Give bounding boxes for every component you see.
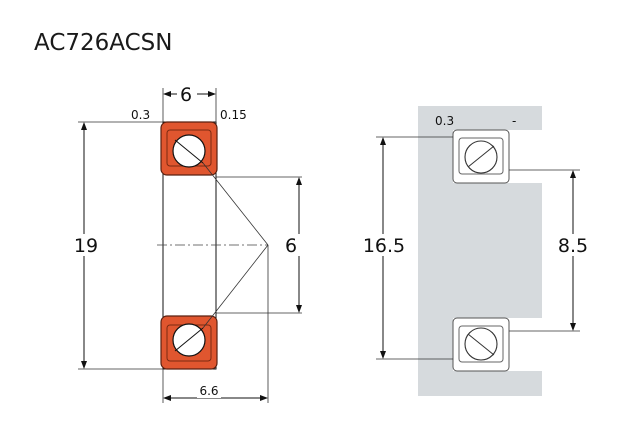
ball-contact-line-bottom (174, 327, 204, 352)
housing-diameter-label-bg (364, 234, 404, 256)
chamfer-right-label: 0.15 (220, 108, 247, 122)
right-contact-line-bottom (467, 333, 495, 356)
arrow-inner-top (296, 177, 302, 185)
inner-diameter-label: 6 (285, 235, 297, 257)
load-center-label: 6.6 (199, 384, 218, 398)
load-center-label-bg (197, 386, 221, 398)
width-label-bg (177, 84, 197, 104)
right-pocket-bottom (458, 325, 504, 363)
contact-angle-line-top (202, 162, 269, 246)
contact-angle-line-bottom (202, 244, 269, 329)
right-chamfer-right-label: - (512, 114, 516, 128)
arrow-outer-top (81, 122, 87, 130)
bottom-ring-section (160, 315, 218, 370)
right-contact-line-top (467, 145, 495, 168)
outer-diameter-label: 19 (74, 235, 98, 257)
arrow-housing-bottom (380, 351, 386, 359)
housing-diameter-label: 16.5 (363, 235, 405, 257)
arrow-housing-top (380, 137, 386, 145)
arrow-shaft-bottom (570, 323, 576, 331)
shaft-diameter-label-bg (557, 234, 589, 256)
outer-diameter-label-bg (72, 234, 100, 256)
right-view: 0.3 - 16.5 8.5 (363, 106, 589, 396)
arrow-load-right (260, 395, 268, 401)
arrow-width-right (208, 91, 216, 97)
arrow-outer-bottom (81, 361, 87, 369)
inner-diameter-label-bg (284, 234, 304, 256)
ball-contact-line-top (174, 139, 204, 164)
arrow-load-left (163, 395, 171, 401)
right-chamfer-left-label: 0.3 (435, 114, 454, 128)
page-title: AC726ACSN (34, 30, 173, 56)
arrow-width-left (163, 91, 171, 97)
right-top-bearing (452, 129, 510, 184)
shaft-diameter-label: 8.5 (558, 235, 588, 257)
shaft-area (418, 183, 542, 318)
arrow-shaft-top (570, 170, 576, 178)
right-pocket-top (458, 137, 504, 175)
right-bottom-bearing (452, 317, 510, 372)
arrow-inner-bottom (296, 305, 302, 313)
width-label: 6 (180, 84, 192, 106)
chamfer-left-label: 0.3 (131, 108, 150, 122)
left-view: 6 0.3 0.15 19 6 6.6 (72, 84, 304, 403)
top-ring-section (160, 121, 218, 176)
